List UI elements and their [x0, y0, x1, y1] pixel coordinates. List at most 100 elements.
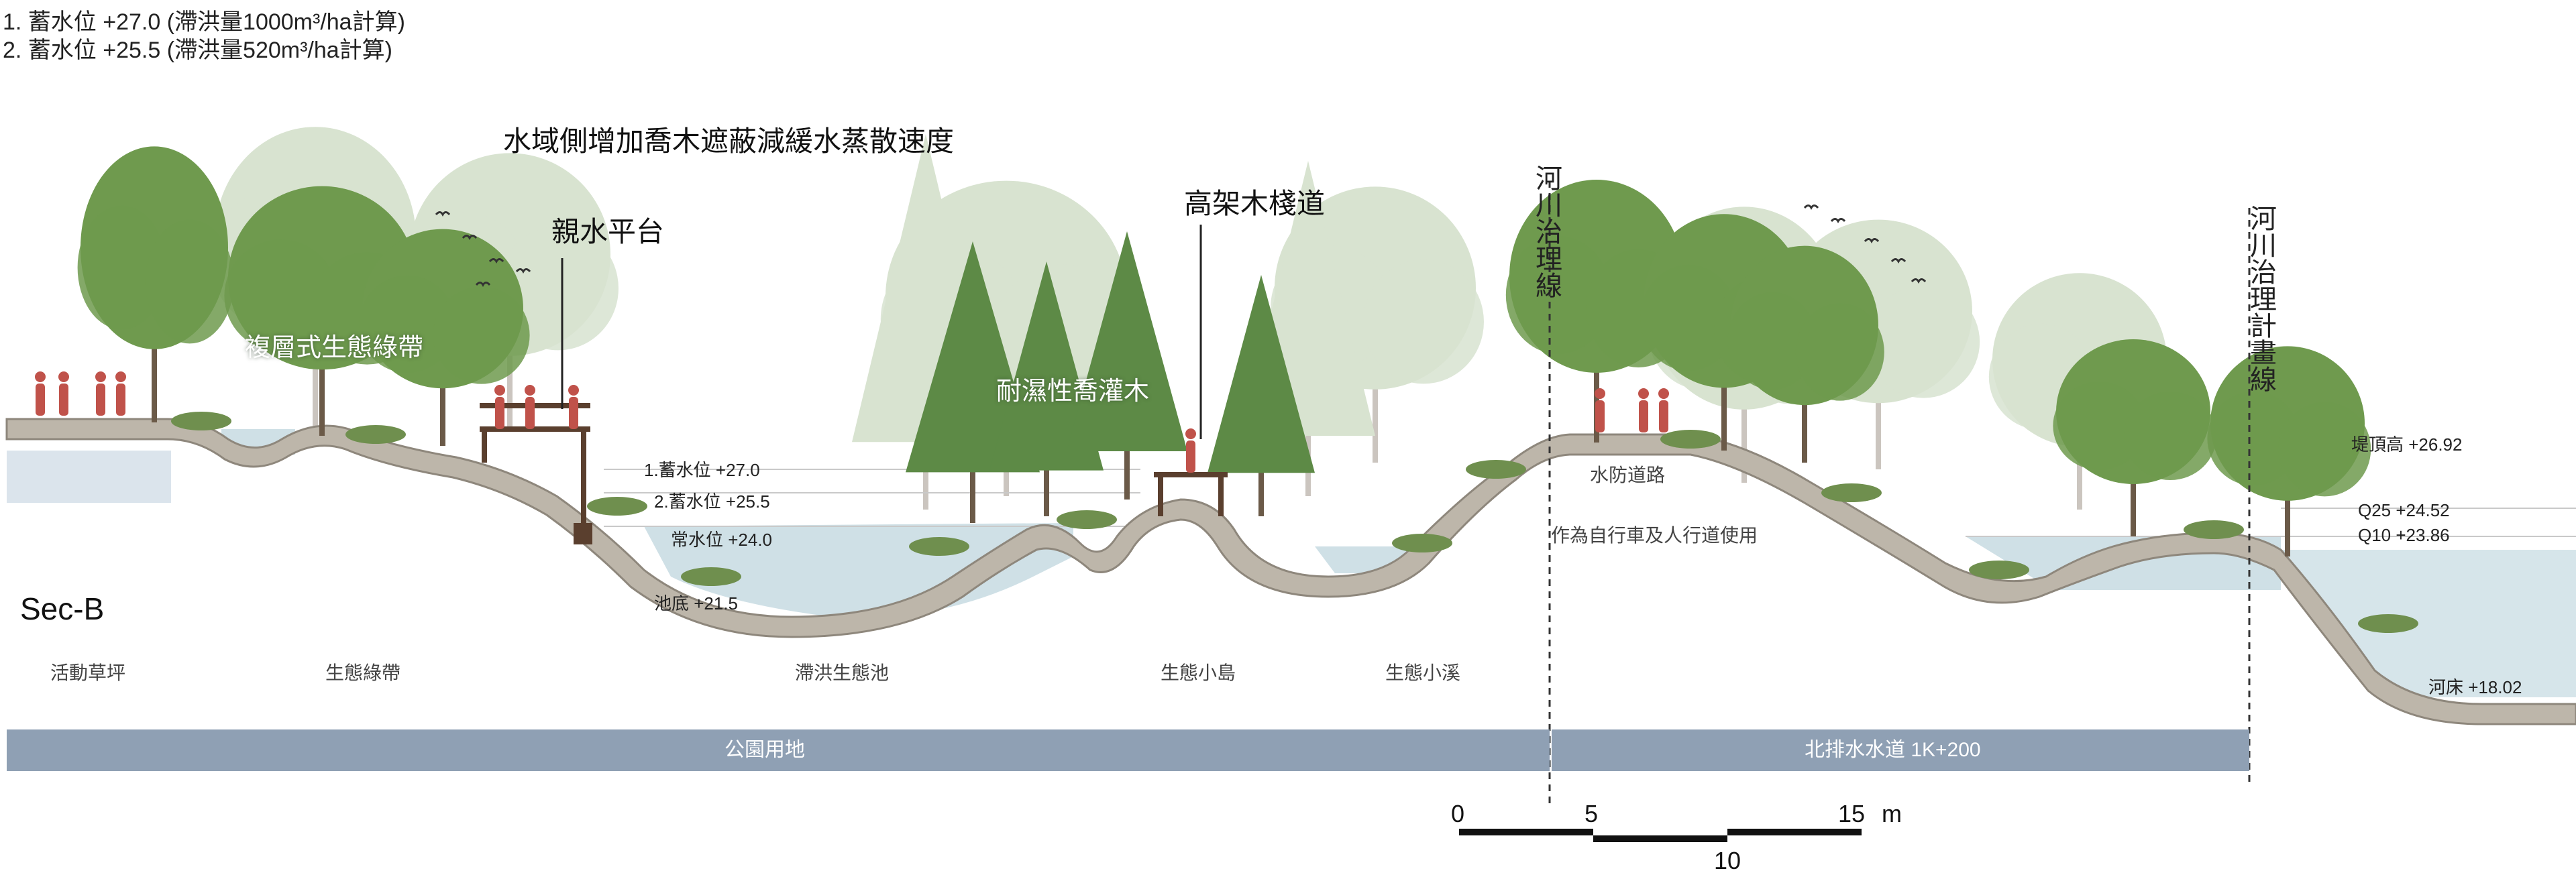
- level-storage-1: 1.蓄水位 +27.0: [644, 460, 760, 480]
- person-body-1: [59, 384, 68, 416]
- person-body-5: [525, 397, 535, 429]
- callout-riparian-belt: 複層式生態綠帶: [245, 334, 424, 362]
- shrub-12: [2358, 614, 2418, 633]
- fg-conifer-3-crown: [1208, 275, 1315, 473]
- callout-river-boundary-left: 河川治理線: [1532, 164, 1561, 298]
- person-body-10: [1659, 400, 1668, 432]
- person-body-0: [36, 384, 45, 416]
- fg-tree-6-canopy-r: [2124, 392, 2217, 480]
- fg-tree-4-trunk: [1721, 342, 1727, 451]
- shrub-6: [1392, 534, 1452, 552]
- person-head-0: [35, 371, 46, 382]
- scale-unit: m: [1882, 800, 1902, 827]
- leader-lines: [561, 225, 1202, 439]
- scale-seg-1: [1459, 829, 1593, 835]
- level-q25: Q25 +24.52: [2358, 500, 2450, 520]
- fg-tree-7-trunk: [2285, 460, 2290, 556]
- boundary-lines: [1548, 181, 2251, 808]
- callout-boardwalk: 高架木棧道: [1184, 188, 1326, 219]
- zone-detention-pond: 滯洪生態池: [795, 662, 890, 683]
- scale-seg-2: [1593, 835, 1727, 842]
- person-head-5: [525, 385, 535, 396]
- fg-conifer-0-trunk: [970, 467, 975, 523]
- left-reservoir: [7, 451, 171, 503]
- fg-tree-0-canopy-l: [77, 205, 166, 330]
- groundcover-shrubs: [171, 412, 2418, 633]
- platform-footing: [574, 523, 592, 544]
- fg-tree-1-canopy-l: [224, 239, 337, 352]
- fg-tree-3-trunk: [1594, 322, 1599, 443]
- foreground-trees: [77, 146, 2371, 556]
- bg-tree-4-trunk: [1876, 355, 1881, 469]
- zone-lawn: 活動草坪: [50, 662, 126, 683]
- fg-tree-0: [77, 146, 234, 422]
- fg-tree-2-trunk: [440, 346, 445, 446]
- person-body-3: [116, 384, 125, 416]
- person-head-7: [1185, 428, 1196, 439]
- person-head-4: [494, 385, 505, 396]
- person-head-3: [115, 371, 126, 382]
- land-bar-left-label: 公園用地: [724, 739, 805, 761]
- level-storage-2: 2.蓄水位 +25.5: [654, 491, 770, 512]
- fg-tree-2-canopy-r: [433, 286, 530, 384]
- park-land-bar: [7, 729, 1550, 771]
- bird-1: [462, 235, 478, 241]
- zone-eco-belt: 生態綠帶: [325, 662, 401, 683]
- person-9: [1638, 388, 1649, 432]
- person-6: [568, 385, 579, 429]
- zone-eco-island: 生態小島: [1161, 662, 1236, 683]
- fg-tree-6-canopy-l: [2053, 382, 2146, 470]
- callout-water-platform: 親水平台: [551, 216, 665, 247]
- fg-tree-5: [1727, 245, 1884, 463]
- scale-tick-5: 5: [1585, 800, 1599, 827]
- person-8: [1595, 388, 1605, 432]
- note-storage-2: 2. 蓄水位 +25.5 (滯洪量520m³/ha計算): [3, 38, 393, 63]
- fg-conifer-1: [989, 261, 1104, 516]
- people-silhouettes: [35, 371, 1669, 473]
- drainage-land-bar: [1552, 729, 2249, 771]
- birds: [435, 204, 1927, 288]
- shrub-4: [909, 537, 969, 556]
- bird-9: [1911, 278, 1927, 284]
- person-0: [35, 371, 46, 416]
- person-4: [494, 385, 505, 429]
- level-bottom: 池底 +21.5: [654, 593, 739, 613]
- bird-5: [1803, 204, 1819, 211]
- fg-conifer-2-crown: [1067, 231, 1187, 451]
- fg-tree-2-canopy-l: [359, 275, 456, 373]
- person-body-4: [495, 397, 504, 429]
- fg-conifer-1-trunk: [1044, 465, 1049, 516]
- zone-eco-stream: 生態小溪: [1385, 662, 1461, 683]
- person-body-7: [1186, 441, 1195, 473]
- callout-flood-levee: 水防道路: [1590, 465, 1666, 485]
- fg-tree-6: [2053, 339, 2217, 536]
- fg-tree-1-trunk: [319, 321, 325, 436]
- fg-conifer-2: [1067, 231, 1187, 500]
- shrub-5: [1057, 510, 1117, 529]
- person-7: [1185, 428, 1196, 473]
- fg-tree-2: [359, 229, 530, 446]
- shrub-3: [681, 567, 741, 586]
- fg-conifer-3-trunk: [1258, 468, 1264, 516]
- person-body-8: [1595, 400, 1605, 432]
- note-storage-1: 1. 蓄水位 +27.0 (滯洪量1000m³/ha計算): [3, 9, 405, 35]
- ground-profile: [5, 418, 2576, 725]
- callout-path-use: 作為自行車及人行道使用: [1551, 525, 1758, 546]
- fg-tree-7-canopy-r: [2278, 402, 2371, 497]
- fg-tree-5-trunk: [1802, 363, 1807, 463]
- level-q10: Q10 +23.86: [2358, 525, 2450, 545]
- bird-3: [475, 282, 491, 288]
- person-5: [525, 385, 535, 429]
- fg-conifer-1-crown: [989, 261, 1104, 471]
- bg-tree-3: [1271, 186, 1484, 463]
- fg-conifer-2-trunk: [1124, 446, 1130, 500]
- callout-river-boundary-right: 河川治理計畫線: [2246, 204, 2275, 392]
- fg-tree-3-canopy-l: [1505, 236, 1611, 354]
- bird-7: [1864, 238, 1880, 244]
- fg-tree-7-canopy-l: [2207, 391, 2300, 486]
- fg-tree-0-trunk: [152, 296, 157, 422]
- scale-seg-3: [1727, 829, 1862, 835]
- person-10: [1658, 388, 1669, 432]
- person-3: [115, 371, 126, 416]
- scale-bar: [1459, 829, 1862, 842]
